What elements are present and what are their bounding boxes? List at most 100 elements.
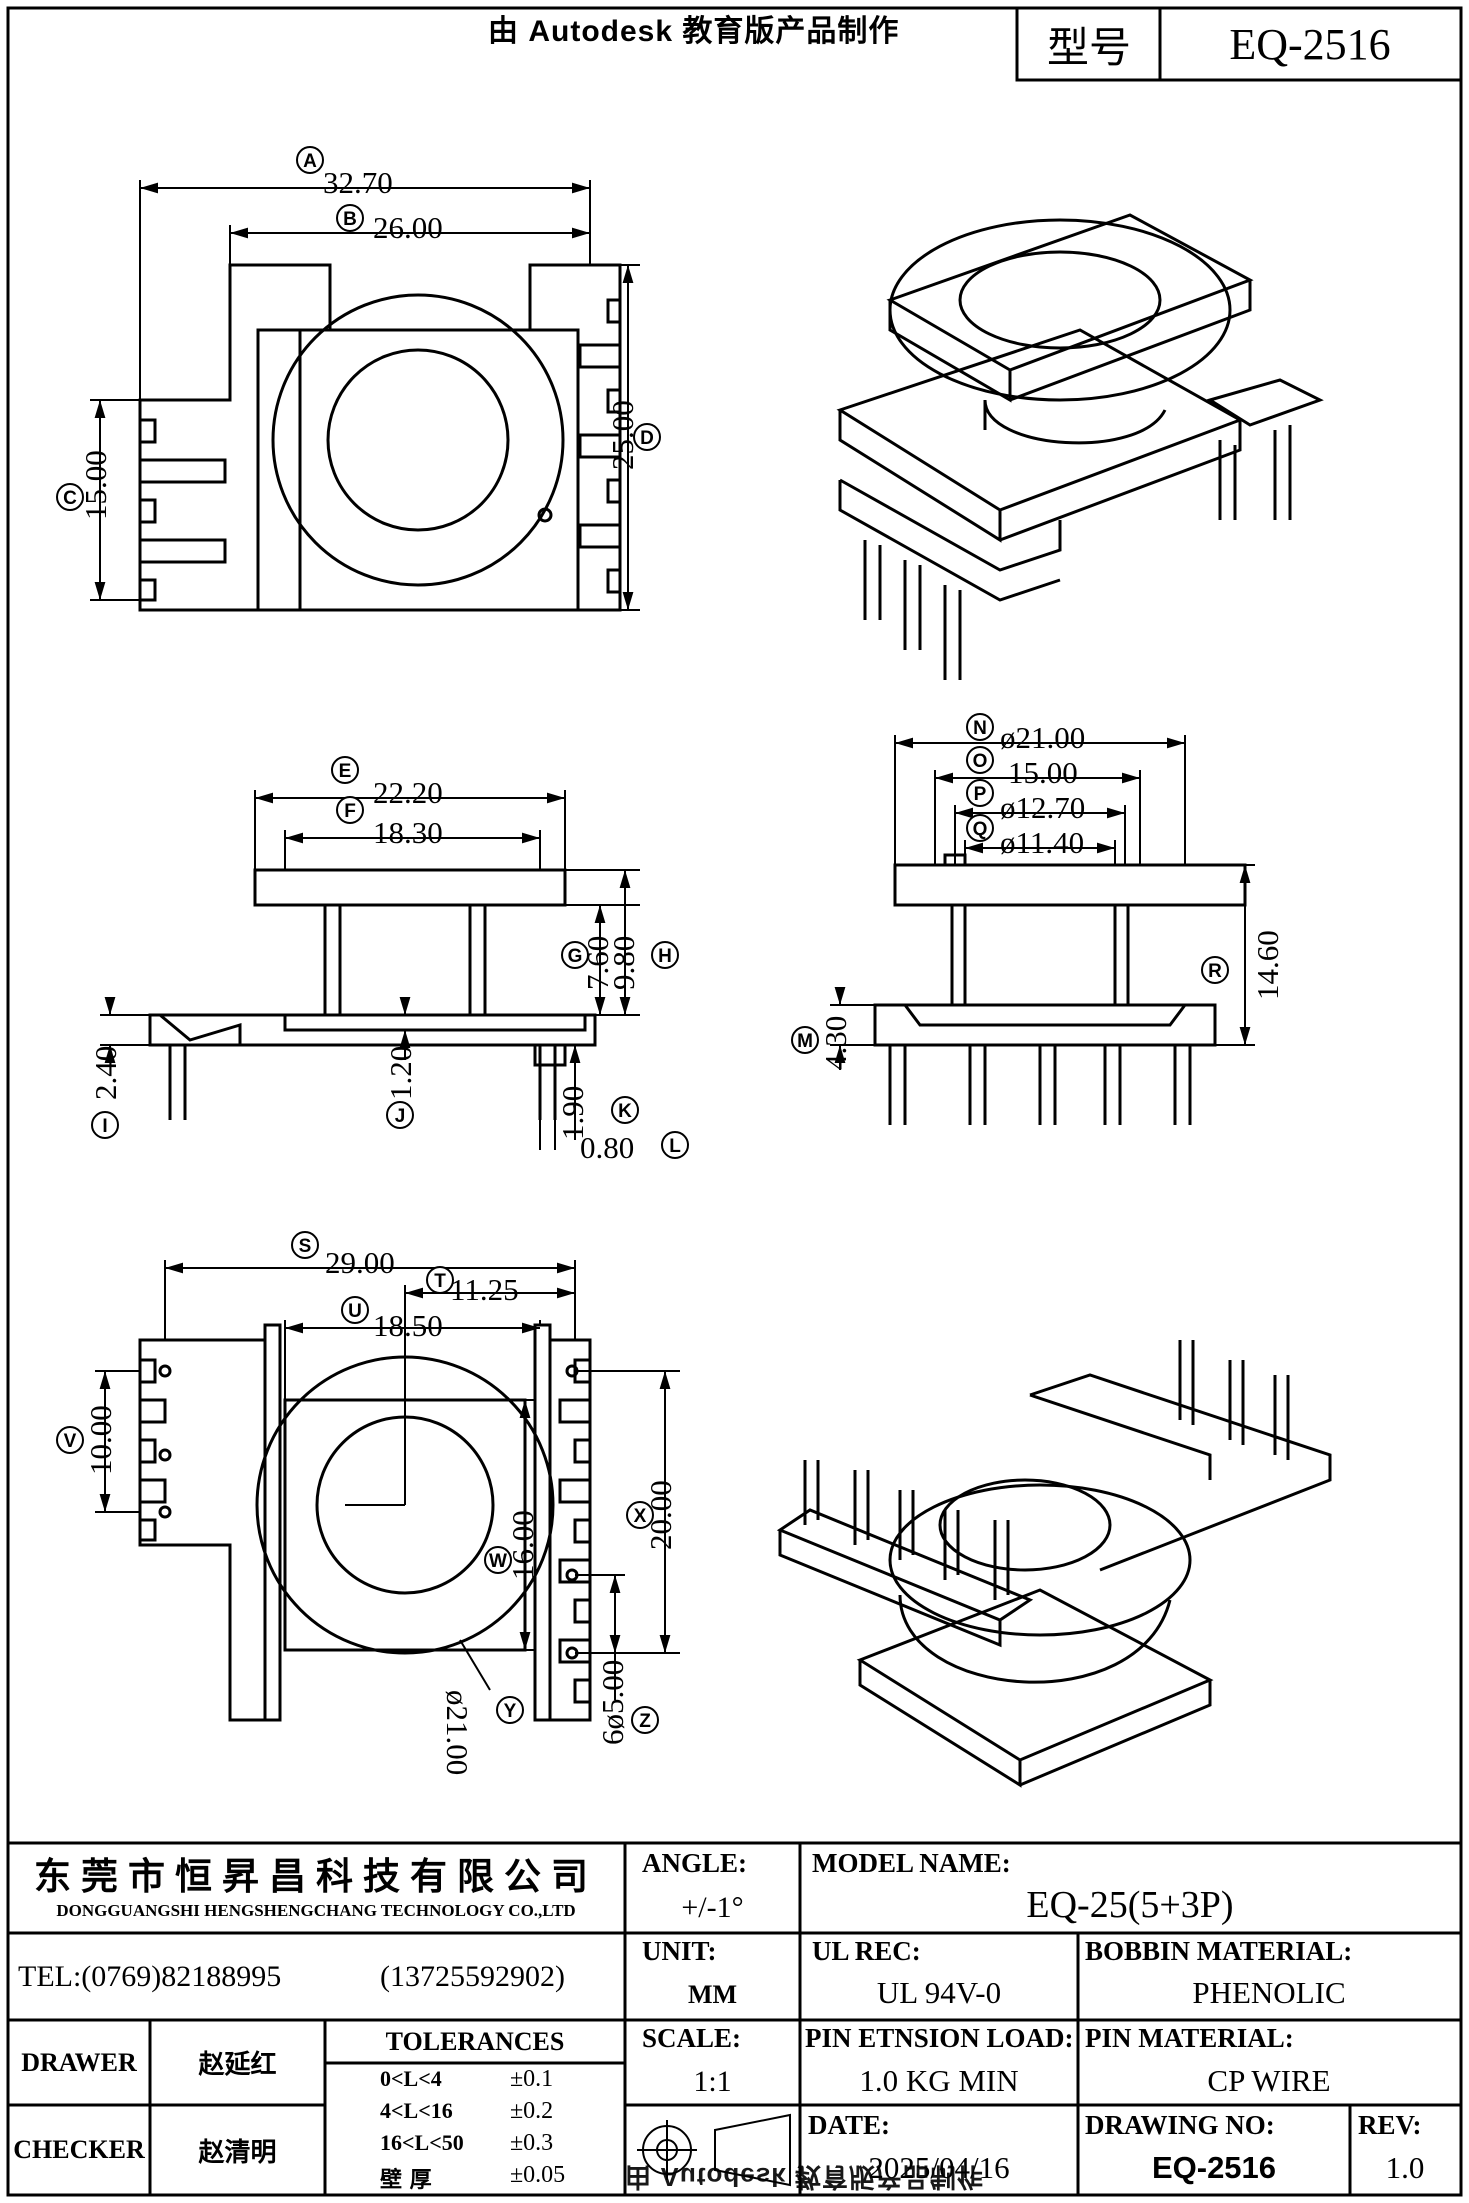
dim-t: 11.25 xyxy=(450,1272,519,1307)
projection-symbol xyxy=(637,2113,791,2187)
ref-circle-s: S xyxy=(291,1231,319,1259)
bottom-watermark: 由 Autodesk 教育版产品制作 xyxy=(625,2162,984,2192)
company-cn: 东莞市恒昇昌科技有限公司 xyxy=(34,1854,598,1898)
tolerances-label: TOLERANCES xyxy=(385,2027,565,2056)
ref-circle-r: R xyxy=(1201,956,1229,984)
company-en: DONGGUANGSHI HENGSHENGCHANG TECHNOLOGY C… xyxy=(56,1901,576,1920)
ref-circle-y: Y xyxy=(496,1696,524,1724)
ref-circle-v: V xyxy=(56,1426,84,1454)
ref-letter-b: B xyxy=(343,209,357,230)
ref-circle-z: Z xyxy=(631,1706,659,1734)
ref-letter-y: Y xyxy=(504,1701,517,1722)
title-block-grid xyxy=(8,1841,1461,2195)
pin-load-value: 1.0 KG MIN xyxy=(859,2062,1019,2098)
ref-circle-o: O xyxy=(966,746,994,774)
angle-label: ANGLE: xyxy=(642,1848,748,1878)
ul-value: UL 94V-0 xyxy=(876,1974,1002,2010)
drawer-label: DRAWER xyxy=(21,2047,137,2077)
ref-circle-d: D xyxy=(633,423,661,451)
tol-value-1: ±0.2 xyxy=(510,2098,554,2124)
ref-circle-l: L xyxy=(661,1131,689,1159)
ref-circle-i: I xyxy=(91,1111,119,1139)
pin-mat-value: CP WIRE xyxy=(1207,2062,1331,2098)
ref-letter-a: A xyxy=(303,151,317,172)
ref-letter-l: L xyxy=(669,1136,681,1157)
ref-letter-k: K xyxy=(618,1101,632,1122)
tol-range-0: 0<L<4 xyxy=(380,2066,442,2091)
drawer-name: 赵延红 xyxy=(198,2050,277,2080)
dim-m: 4.30 xyxy=(818,1015,853,1070)
dim-x: 20.00 xyxy=(643,1480,678,1550)
unit-value: MM xyxy=(687,1979,738,2009)
ref-circle-w: W xyxy=(484,1546,512,1574)
ref-circle-k: K xyxy=(611,1096,639,1124)
ref-letter-n: N xyxy=(973,718,987,739)
tel: TEL:(0769)82188995 xyxy=(18,1960,282,1993)
dim-j: 1.20 xyxy=(383,1045,418,1100)
type-box xyxy=(1015,6,1463,82)
ul-label: UL REC: xyxy=(812,1936,921,1966)
dim-s: 29.00 xyxy=(325,1245,395,1280)
tol-range-2: 16<L<50 xyxy=(380,2130,464,2155)
model-label: MODEL NAME: xyxy=(812,1848,1011,1878)
ref-circle-t: T xyxy=(426,1266,454,1294)
dim-a: 32.70 xyxy=(323,165,393,200)
ref-letter-z: Z xyxy=(639,1711,651,1732)
bottom-view xyxy=(95,1260,680,1722)
ref-letter-w: W xyxy=(489,1551,507,1572)
drawing-no-label: DRAWING NO: xyxy=(1085,2110,1275,2140)
bobbin-label: BOBBIN MATERIAL: xyxy=(1085,1936,1353,1966)
dim-n: ø21.00 xyxy=(1000,720,1086,755)
ref-circle-f: F xyxy=(336,796,364,824)
ref-circle-j: J xyxy=(386,1101,414,1129)
tol-range-1: 4<L<16 xyxy=(380,2098,453,2123)
date-value: 2025/04/16 xyxy=(868,2149,1010,2185)
dim-y: ø21.00 xyxy=(440,1690,475,1776)
ref-circle-e: E xyxy=(331,756,359,784)
side-view xyxy=(100,790,640,1150)
ref-letter-o: O xyxy=(973,751,988,772)
ref-circle-c: C xyxy=(56,483,84,511)
isometric-view-top xyxy=(836,213,1324,680)
ref-circle-b: B xyxy=(336,204,364,232)
drawing-no-value: EQ-2516 xyxy=(1151,2149,1277,2185)
dim-u: 18.50 xyxy=(373,1308,443,1343)
ref-letter-i: I xyxy=(102,1116,107,1137)
isometric-view-bottom xyxy=(776,1340,1332,1788)
dim-f: 18.30 xyxy=(373,815,443,850)
ref-circle-a: A xyxy=(296,146,324,174)
dim-w: 16.00 xyxy=(505,1510,540,1580)
ref-letter-t: T xyxy=(434,1271,446,1292)
mobile: (13725592902) xyxy=(380,1960,565,1993)
dim-l: 0.80 xyxy=(580,1130,635,1165)
tol-value-0: ±0.1 xyxy=(510,2066,554,2092)
ref-circle-g: G xyxy=(561,941,589,969)
ref-circle-u: U xyxy=(341,1296,369,1324)
dim-o: 15.00 xyxy=(1008,755,1078,790)
ref-circle-p: P xyxy=(966,779,994,807)
dim-b: 26.00 xyxy=(373,210,443,245)
rev-value: 1.0 xyxy=(1385,2149,1425,2185)
dim-z: 6ø5.00 xyxy=(595,1659,630,1745)
checker-label: CHECKER xyxy=(13,2135,145,2164)
dim-i: 2.40 xyxy=(88,1045,123,1100)
dim-r: 14.60 xyxy=(1250,930,1285,1000)
type-label: 型号 xyxy=(1046,25,1131,72)
dim-d: 25.00 xyxy=(605,400,640,470)
tol-value-2: ±0.3 xyxy=(510,2130,554,2156)
dim-c: 15.00 xyxy=(78,450,113,520)
ref-letter-p: P xyxy=(974,784,987,805)
ref-circle-n: N xyxy=(966,713,994,741)
ref-letter-d: D xyxy=(640,428,654,449)
watermark-note: 由 Autodesk 教育版产品制作 xyxy=(488,15,900,48)
tol-value-3: ±0.05 xyxy=(510,2162,566,2188)
ref-letter-m: M xyxy=(797,1031,813,1052)
ref-letter-j: J xyxy=(395,1106,406,1127)
pin-load-label: PIN ETNSION LOAD: xyxy=(805,2023,1074,2053)
ref-letter-s: S xyxy=(299,1236,312,1257)
dim-h: 9.80 xyxy=(606,935,641,990)
ref-letter-v: V xyxy=(64,1431,77,1452)
dim-q: ø11.40 xyxy=(1000,825,1085,860)
pin-mat-label: PIN MATERIAL: xyxy=(1085,2023,1294,2053)
